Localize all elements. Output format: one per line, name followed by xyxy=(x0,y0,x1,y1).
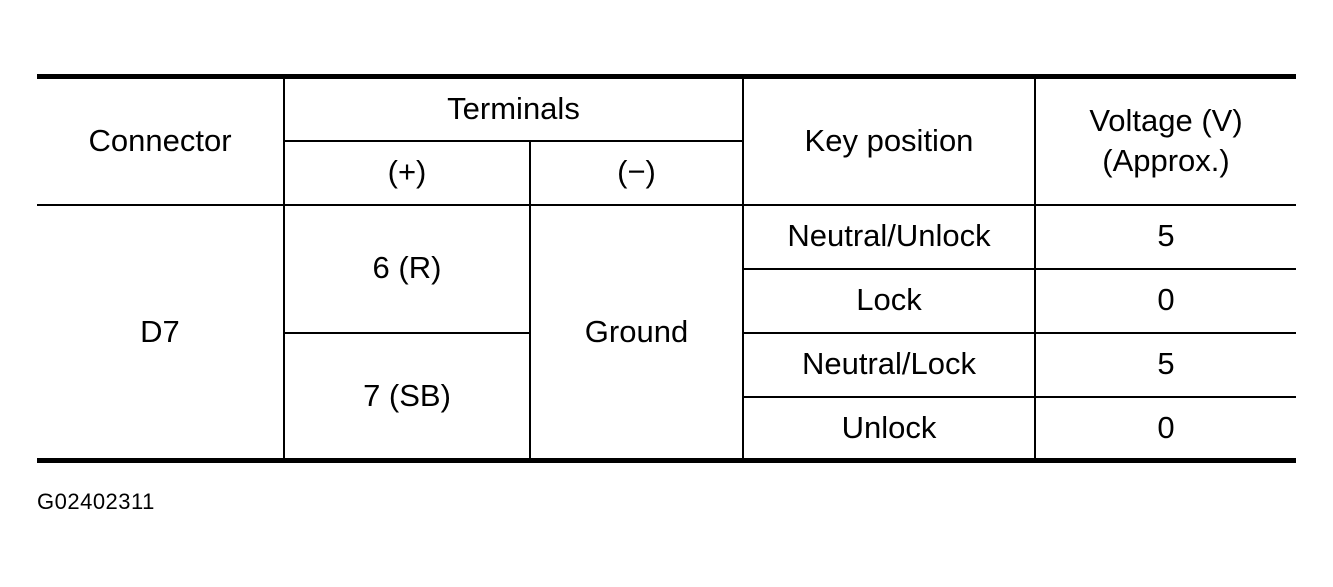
voltage-cell: 0 xyxy=(1034,267,1296,334)
terminal-minus-cell: Ground xyxy=(529,203,744,462)
connector-cell: D7 xyxy=(37,203,285,462)
header-voltage-line2: (Approx.) xyxy=(1102,143,1230,179)
table-row: D7 6 (R) Ground Neutral/Unlock 5 xyxy=(37,203,1296,462)
table-row: Unlock 0 xyxy=(37,395,1296,461)
header-voltage-line1: Voltage (V) xyxy=(1089,102,1243,138)
header-terminals: Terminals xyxy=(283,76,744,142)
terminal-plus-cell: 6 (R) xyxy=(283,203,531,334)
header-key-position: Key position xyxy=(742,76,1036,206)
header-terminal-minus: (−) xyxy=(529,139,743,206)
key-position-cell: Neutral/Lock xyxy=(742,331,1036,398)
connector-voltage-table: Connector Terminals Key position Voltage… xyxy=(37,74,1296,463)
key-position-cell: Lock xyxy=(743,267,1036,334)
header-connector: Connector xyxy=(37,76,285,206)
table-row: Lock 0 xyxy=(37,267,1296,334)
table-row: 7 (SB) Neutral/Lock 5 xyxy=(37,331,1296,462)
terminal-plus-cell: 7 (SB) xyxy=(284,331,531,462)
header-voltage: Voltage (V) (Approx.) xyxy=(1034,76,1296,206)
voltage-cell: 0 xyxy=(1034,395,1296,461)
header-terminal-plus: (+) xyxy=(284,139,531,206)
voltage-cell: 5 xyxy=(1034,331,1296,398)
figure-id-label: G02402311 xyxy=(37,489,155,514)
key-position-cell: Neutral/Unlock xyxy=(742,203,1036,270)
key-position-cell: Unlock xyxy=(743,395,1036,461)
voltage-cell: 5 xyxy=(1034,203,1296,270)
